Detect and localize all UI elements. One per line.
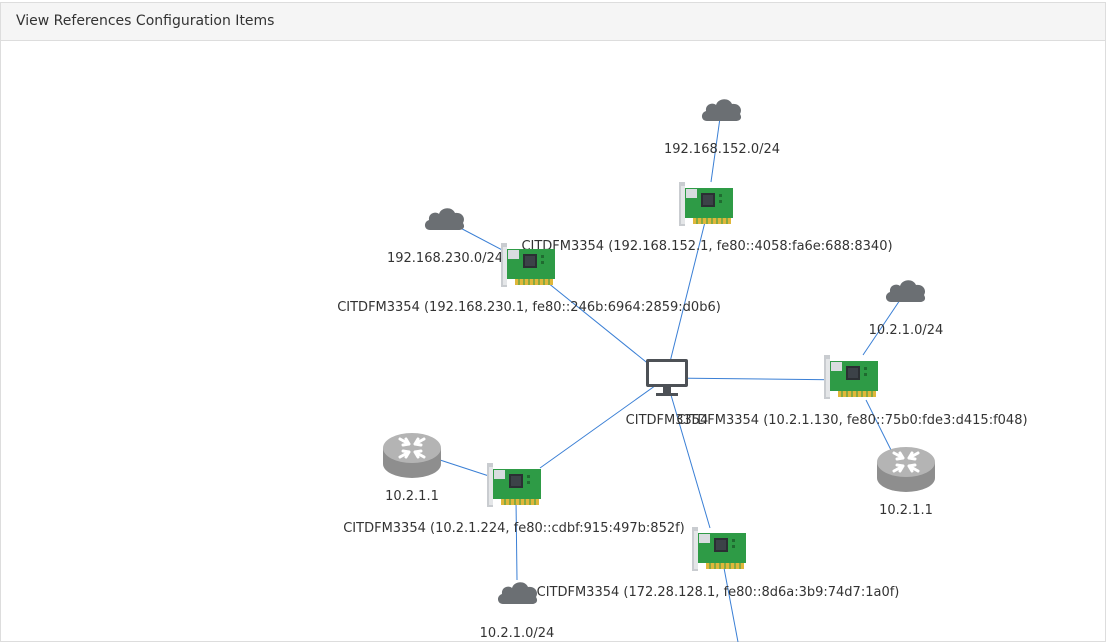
nic-node-172[interactable]: CITDFM3354 (172.28.128.1, fe80::8d6a:3b9… bbox=[537, 527, 900, 600]
link-nic-224-net-bottom bbox=[515, 499, 518, 581]
network-card-icon bbox=[501, 243, 556, 288]
network-label: 192.168.152.0/24 bbox=[664, 142, 780, 157]
network-card-icon bbox=[679, 182, 734, 227]
link-computer-nic-130 bbox=[665, 377, 853, 381]
link-nic-130-net-right bbox=[862, 299, 901, 356]
link-computer-nic-230 bbox=[531, 269, 667, 379]
monitor-icon bbox=[646, 359, 688, 396]
computer-node[interactable]: CITDFM3354 bbox=[626, 359, 709, 428]
network-label: 10.2.1.0/24 bbox=[869, 323, 944, 338]
router-label: 10.2.1.1 bbox=[385, 489, 439, 504]
nic-label: CITDFM3354 (172.28.128.1, fe80::8d6a:3b9… bbox=[537, 585, 900, 600]
network-node-230[interactable]: 192.168.230.0/24 bbox=[387, 208, 503, 266]
nic-label: CITDFM3354 (192.168.152.1, fe80::4058:fa… bbox=[521, 239, 892, 254]
router-icon bbox=[382, 431, 442, 480]
nic-label: CITDFM3354 (192.168.230.1, fe80::246b:69… bbox=[337, 300, 721, 315]
link-computer-nic-152 bbox=[665, 209, 709, 379]
cloud-icon bbox=[885, 280, 926, 302]
network-label: 10.2.1.0/24 bbox=[480, 626, 555, 641]
nic-node-230[interactable]: CITDFM3354 (192.168.230.1, fe80::246b:69… bbox=[337, 243, 721, 315]
link-nic-130-router-right bbox=[865, 399, 893, 453]
cloud-icon bbox=[497, 582, 538, 604]
link-computer-nic-224 bbox=[539, 377, 667, 469]
network-card-icon bbox=[824, 355, 879, 400]
nic-label: CITDFM3354 (10.2.1.130, fe80::75b0:fde3:… bbox=[676, 413, 1027, 428]
link-nic-152-net-152 bbox=[710, 117, 721, 183]
computer-label: CITDFM3354 bbox=[626, 413, 709, 428]
nic-node-152[interactable]: CITDFM3354 (192.168.152.1, fe80::4058:fa… bbox=[521, 182, 893, 254]
router-label: 10.2.1.1 bbox=[879, 503, 933, 518]
router-node-right[interactable]: 10.2.1.1 bbox=[876, 445, 936, 518]
network-node-10-bottom[interactable]: 10.2.1.0/24 bbox=[480, 582, 555, 641]
network-label: 192.168.230.0/24 bbox=[387, 251, 503, 266]
link-computer-nic-172 bbox=[665, 377, 711, 529]
network-node-152[interactable]: 192.168.152.0/24 bbox=[664, 99, 780, 157]
nic-label: CITDFM3354 (10.2.1.224, fe80::cdbf:915:4… bbox=[343, 521, 685, 536]
cloud-icon bbox=[701, 99, 742, 121]
link-nic-224-router-left bbox=[439, 459, 496, 479]
link-nic-172-offscreen bbox=[723, 567, 739, 642]
router-icon bbox=[876, 445, 936, 494]
cloud-icon bbox=[424, 208, 465, 230]
nic-node-224[interactable]: CITDFM3354 (10.2.1.224, fe80::cdbf:915:4… bbox=[343, 463, 685, 536]
panel-title: View References Configuration Items bbox=[16, 13, 275, 29]
network-card-icon bbox=[487, 463, 542, 508]
network-node-10-right[interactable]: 10.2.1.0/24 bbox=[869, 280, 944, 338]
nic-node-130[interactable]: CITDFM3354 (10.2.1.130, fe80::75b0:fde3:… bbox=[676, 355, 1028, 428]
network-card-icon bbox=[692, 527, 747, 572]
router-node-left[interactable]: 10.2.1.1 bbox=[382, 431, 442, 504]
panel-header: View References Configuration Items bbox=[1, 3, 1105, 41]
